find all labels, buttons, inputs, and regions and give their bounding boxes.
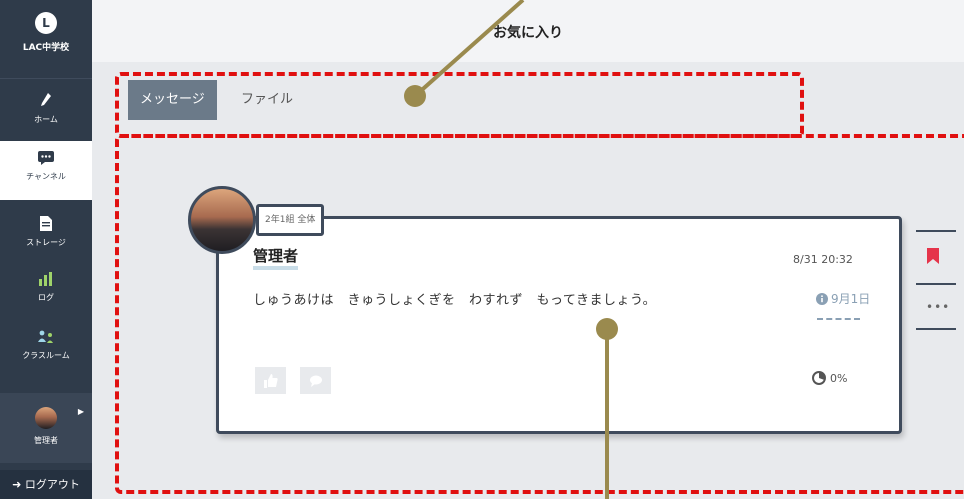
info-icon: [816, 292, 828, 305]
annotation-box-content: [115, 134, 964, 494]
sidebar-item-classroom[interactable]: クラスルーム: [0, 330, 92, 376]
post-message: しゅうあけは きゅうしょくぎを わすれず もってきましょう。: [253, 293, 657, 308]
sidebar: L LAC中学校 ホーム チャンネル ストレージ ログ: [0, 0, 92, 499]
sidebar-item-log[interactable]: ログ: [0, 272, 92, 318]
user-name: 管理者: [34, 436, 58, 445]
classroom-icon: [38, 330, 53, 343]
page-header: お気に入り: [92, 0, 964, 62]
group-tag: 2年1組 全体: [256, 204, 325, 236]
sidebar-item-channel[interactable]: チャンネル: [0, 141, 92, 200]
school-header[interactable]: L LAC中学校: [0, 12, 92, 53]
post-timestamp: 8/31 20:32: [793, 253, 853, 266]
sidebar-item-storage[interactable]: ストレージ: [0, 216, 92, 262]
tab-file[interactable]: ファイル: [241, 92, 294, 107]
chat-icon: [38, 151, 54, 165]
tab-message[interactable]: メッセージ: [128, 80, 217, 120]
read-rate-icon: [812, 371, 826, 385]
divider: [916, 283, 956, 285]
user-avatar: [35, 407, 57, 429]
logout-icon: ➜: [12, 478, 22, 491]
annotation-dot-card: [596, 318, 618, 340]
read-rate: 0%: [812, 371, 847, 385]
logout-button[interactable]: ➜ ログアウト: [0, 470, 92, 499]
divider: [916, 230, 956, 232]
sidebar-item-label: チャンネル: [26, 172, 66, 181]
divider: [916, 328, 956, 330]
sidebar-item-home[interactable]: ホーム: [0, 92, 92, 138]
sidebar-item-label: ストレージ: [26, 238, 66, 247]
thumbs-up-icon: [263, 373, 278, 388]
document-icon: [40, 216, 52, 231]
due-date-text: 9月1日: [831, 292, 871, 306]
author-avatar: [188, 186, 256, 254]
author-name: 管理者: [253, 245, 299, 270]
favorite-post-card[interactable]: [216, 216, 902, 434]
bar-chart-icon: [39, 272, 52, 286]
sidebar-user[interactable]: 管理者 ▶: [0, 393, 92, 463]
sidebar-item-label: ログ: [38, 293, 54, 302]
comment-button[interactable]: [300, 367, 331, 394]
more-options-icon[interactable]: •••: [926, 300, 951, 314]
bookmark-icon[interactable]: [927, 248, 939, 264]
chevron-right-icon: ▶: [77, 407, 84, 416]
page-title: お気に入り: [493, 25, 563, 41]
due-underline: [817, 318, 860, 320]
speech-bubble-icon: [309, 375, 322, 387]
school-logo: L: [35, 12, 57, 34]
annotation-dot-tabs: [404, 85, 426, 107]
pencil-icon: [41, 93, 51, 106]
sidebar-item-label: クラスルーム: [22, 351, 70, 360]
logout-label: ログアウト: [24, 478, 80, 491]
school-name: LAC中学校: [22, 43, 70, 53]
sidebar-item-label: ホーム: [34, 115, 58, 124]
read-rate-value: 0%: [830, 371, 848, 385]
due-date: 9月1日: [816, 290, 870, 307]
like-button[interactable]: [255, 367, 286, 394]
